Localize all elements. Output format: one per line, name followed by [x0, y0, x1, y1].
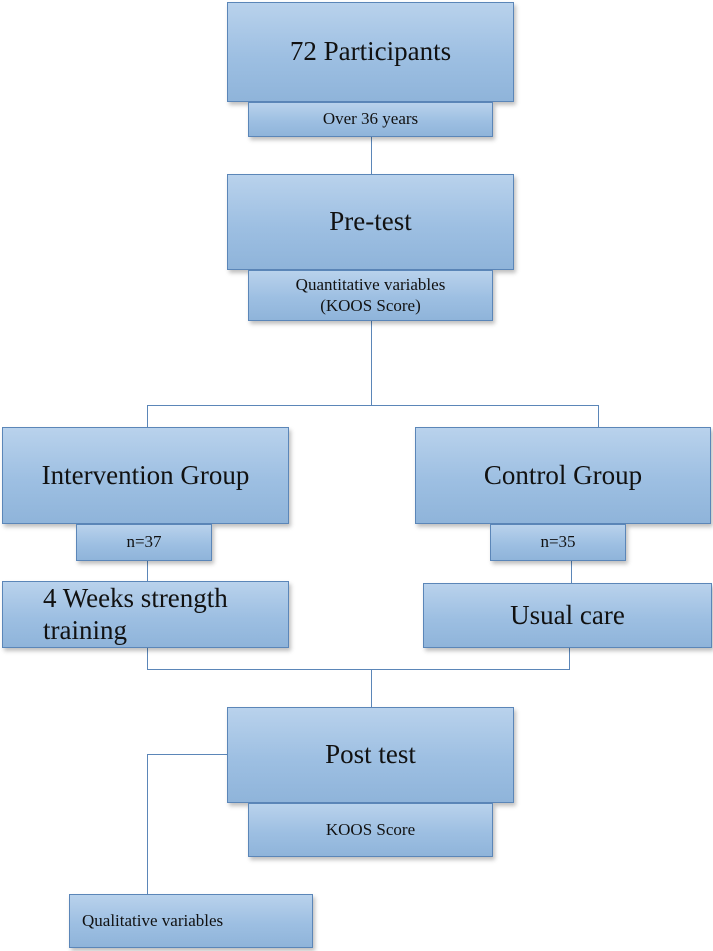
- participants-note: Over 36 years: [322, 109, 419, 129]
- connector-control-treatment: [571, 561, 572, 583]
- connector-split-right: [598, 405, 599, 427]
- connector-posttest-qualitative-horizontal: [147, 754, 227, 755]
- qualitative-variables-label: Qualitative variables: [82, 910, 224, 930]
- posttest-note-box: KOOS Score: [248, 803, 493, 857]
- intervention-treatment-box: 4 Weeks strength training: [2, 581, 289, 648]
- connector-merge-left: [147, 648, 148, 670]
- intervention-group-box: Intervention Group: [2, 427, 289, 524]
- intervention-n: n=37: [126, 532, 162, 552]
- participants-box: 72 Participants: [227, 2, 514, 102]
- posttest-title: Post test: [325, 739, 416, 770]
- connector-posttest-qualitative-vertical: [147, 754, 148, 894]
- control-treatment-box: Usual care: [423, 583, 712, 648]
- posttest-note: KOOS Score: [325, 819, 416, 839]
- participants-title: 72 Participants: [289, 36, 452, 67]
- control-treatment: Usual care: [510, 599, 625, 630]
- connector-split-left: [147, 405, 148, 427]
- control-n: n=35: [540, 532, 576, 552]
- intervention-treatment: 4 Weeks strength training: [43, 582, 228, 645]
- participants-note-box: Over 36 years: [248, 102, 493, 137]
- connector-merge-horizontal: [147, 669, 570, 670]
- connector-split-horizontal: [147, 405, 599, 406]
- pretest-title: Pre-test: [329, 206, 412, 237]
- intervention-group-title: Intervention Group: [41, 459, 250, 490]
- connector-merge-right: [569, 648, 570, 670]
- pretest-note-box: Quantitative variables (KOOS Score): [248, 270, 493, 321]
- control-n-box: n=35: [490, 524, 626, 561]
- connector-participants-pretest: [371, 136, 372, 174]
- control-group-box: Control Group: [415, 427, 711, 524]
- intervention-n-box: n=37: [76, 524, 212, 561]
- connector-merge-posttest: [371, 669, 372, 707]
- pretest-box: Pre-test: [227, 174, 514, 270]
- connector-pretest-split: [371, 321, 372, 406]
- posttest-box: Post test: [227, 707, 514, 803]
- control-group-title: Control Group: [483, 459, 643, 490]
- connector-intervention-treatment: [147, 561, 148, 581]
- qualitative-variables-box: Qualitative variables: [69, 894, 313, 948]
- pretest-note: Quantitative variables (KOOS Score): [295, 275, 446, 315]
